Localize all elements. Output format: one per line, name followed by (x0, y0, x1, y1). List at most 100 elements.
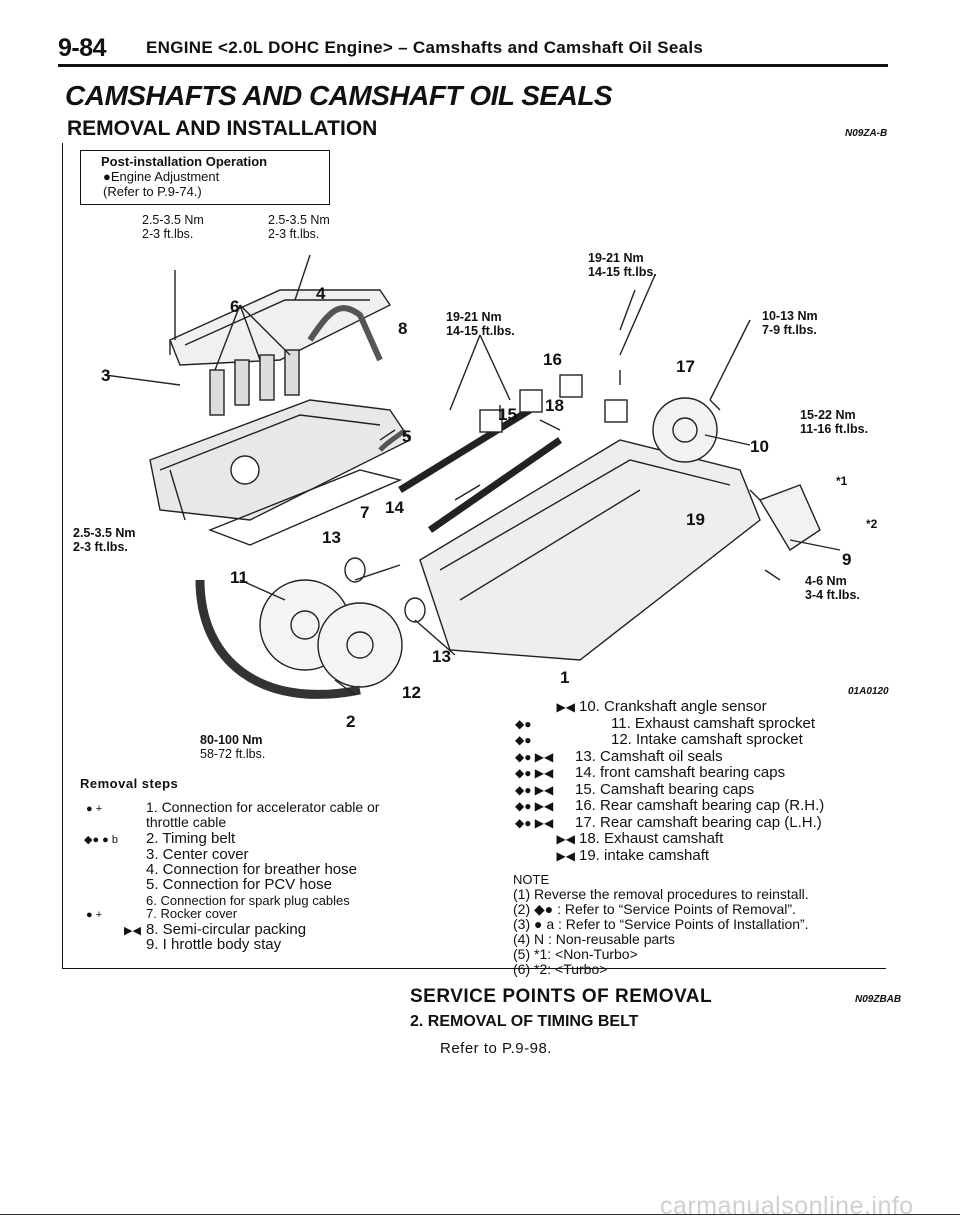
torque-nm: 19-21 Nm (588, 251, 644, 265)
step-mark: ▶◀ (124, 925, 141, 937)
legend-mark: ▶◀ (556, 832, 575, 846)
step-text: 1. Connection for accelerator cable or t… (146, 799, 380, 830)
torque-ft: 2-3 ft.lbs. (142, 227, 194, 241)
torque-nm: 4-6 Nm (805, 574, 847, 588)
note-line: (6) *2: <Turbo> (513, 961, 608, 977)
callout-14: 14 (385, 498, 404, 517)
callout-19: 19 (686, 510, 705, 529)
page-number: 9-84 (58, 34, 107, 62)
legend-row: ▶◀ 18. Exhaust camshaft (515, 830, 824, 848)
note-line: (1) Reverse the removal procedures to re… (513, 886, 809, 902)
callout-1: 1 (560, 668, 570, 687)
note-block: NOTE (1) Reverse the removal procedures … (513, 872, 809, 977)
callout-9: 9 (842, 550, 852, 569)
step-4: 4. Connection for breather hose (146, 861, 357, 878)
post-installation-box: Post-installation Operation ●Engine Adju… (80, 150, 330, 205)
legend-mark: ◆● ▶◀ (515, 749, 554, 764)
legend-text: 10. Crankshaft angle sensor (579, 698, 767, 715)
torque-ft: 2-3 ft.lbs. (268, 227, 320, 241)
service-code: N09ZBAB (855, 994, 902, 1005)
note-line: (3) ● a : Refer to “Service Points of In… (513, 916, 809, 932)
legend-text: 11. Exhaust camshaft sprocket (611, 714, 815, 732)
legend-text: 12. Intake camshaft sprocket (611, 731, 803, 748)
legend-mark: ◆● (515, 716, 532, 731)
callout-15: 15 (498, 405, 517, 424)
legend-row: ▶◀ 19. intake camshaft (515, 846, 824, 865)
step-8: ▶◀ 8. Semi-circular packing (124, 922, 306, 939)
torque-spec-3: 19-21 Nm 14-15 ft.lbs. (588, 251, 657, 279)
legend-row: ◆● 11. Exhaust camshaft sprocket (515, 714, 824, 733)
legend-mark: ▶◀ (556, 848, 575, 863)
torque-ft: 14-15 ft.lbs. (446, 324, 515, 338)
torque-ft: 58-72 ft.lbs. (200, 747, 266, 761)
torque-ft: 14-15 ft.lbs. (588, 265, 657, 279)
legend-mark: ◆● ▶◀ (515, 799, 554, 813)
step-2: ◆● ● b 2. Timing belt (84, 831, 235, 848)
legend-mark: ◆● ▶◀ (515, 815, 554, 830)
legend-text: 19. intake camshaft (579, 846, 710, 864)
torque-nm: 2.5-3.5 Nm (73, 526, 136, 540)
step-text: 7. Rocker cover (146, 906, 238, 921)
page-subtitle: REMOVAL AND INSTALLATION (67, 117, 378, 140)
parts-legend: ▶◀ 10. Crankshaft angle sensor ◆● 11. Exha… (515, 698, 824, 865)
note-line: (2) ◆● : Refer to “Service Points of Rem… (513, 901, 796, 917)
torque-ft: 11-16 ft.lbs. (800, 422, 869, 436)
torque-spec-2: 2.5-3.5 Nm 2-3 ft.lbs. (268, 213, 330, 241)
callout-3: 3 (101, 366, 111, 385)
removal-steps-heading: Removal steps (80, 776, 179, 791)
step-mark: ● + (86, 909, 103, 921)
torque-spec-5: 10-13 Nm 7-9 ft.lbs. (762, 309, 818, 337)
callout-6: 6 (230, 297, 240, 316)
legend-mark: ◆● ▶◀ (515, 766, 554, 780)
service-subheading: 2. REMOVAL OF TIMING BELT (410, 1013, 639, 1030)
step-7: ● + 7. Rocker cover (86, 906, 237, 923)
torque-spec-9: 80-100 Nm 58-72 ft.lbs. (200, 733, 265, 761)
step-mark: ◆● ● b (84, 834, 118, 846)
step-text: 2. Timing belt (146, 830, 236, 847)
step-text: 8. Semi-circular packing (146, 921, 307, 938)
torque-nm: 2.5-3.5 Nm (142, 213, 204, 227)
legend-text: 14. front camshaft bearing caps (575, 764, 786, 781)
torque-spec-8: 4-6 Nm 3-4 ft.lbs. (805, 574, 860, 602)
legend-row: ◆● ▶◀15. Camshaft bearing caps (515, 780, 824, 799)
torque-spec-1: 2.5-3.5 Nm 2-3 ft.lbs. (142, 213, 204, 241)
step-5: 5. Connection for PCV hose (146, 876, 332, 893)
legend-row: ◆● ▶◀ 17. Rear camshaft bearing cap (L.H.… (515, 813, 824, 832)
callout-2: 2 (346, 712, 356, 731)
header-rule (58, 64, 888, 67)
frame-bottom-rule (62, 968, 886, 969)
callout-16: 16 (543, 350, 562, 369)
note-line: (5) *1: <Non-Turbo> (513, 946, 638, 962)
section-title: ENGINE <2.0L DOHC Engine> – Camshafts an… (146, 38, 704, 57)
legend-text: 18. Exhaust camshaft (579, 830, 724, 847)
callout-13b: 13 (432, 647, 451, 666)
torque-nm: 10-13 Nm (762, 309, 818, 323)
step-mark: ● + (86, 803, 103, 815)
legend-mark: ▶◀ (556, 700, 575, 714)
note-title: NOTE (513, 872, 550, 887)
callout-11: 11 (230, 568, 248, 587)
callout-4: 4 (316, 284, 326, 303)
note-line: (4) N : Non-reusable parts (513, 931, 675, 947)
torque-ft: 2-3 ft.lbs. (73, 540, 128, 554)
post-installation-title: Post-installation Operation (101, 154, 268, 169)
frame-left-rule (62, 143, 63, 969)
callout-8: 8 (398, 319, 408, 338)
legend-row: ◆● ▶◀16. Rear camshaft bearing cap (R.H.… (515, 797, 824, 815)
callout-5: 5 (402, 427, 412, 446)
torque-spec-7: 2.5-3.5 Nm 2-3 ft.lbs. (73, 526, 136, 554)
watermark: carmanualsonline.info (660, 1192, 914, 1220)
legend-text: 17. Rear camshaft bearing cap (L.H.) (575, 813, 822, 831)
torque-nm: 19-21 Nm (446, 310, 502, 324)
torque-nm: 80-100 Nm (200, 733, 263, 747)
torque-ft: 7-9 ft.lbs. (762, 323, 817, 337)
torque-nm: 15-22 Nm (800, 408, 856, 422)
callout-13a: 13 (322, 528, 341, 547)
callout-17: 17 (676, 357, 695, 376)
legend-text: 15. Camshaft bearing caps (575, 780, 755, 798)
callout-7: 7 (360, 503, 370, 522)
legend-row: ◆● ▶◀13. Camshaft oil seals (515, 748, 824, 766)
step-3: 3. Center cover (146, 846, 249, 863)
torque-nm: 2.5-3.5 Nm (268, 213, 330, 227)
post-installation-ref: (Refer to P.9-74.) (103, 184, 202, 199)
